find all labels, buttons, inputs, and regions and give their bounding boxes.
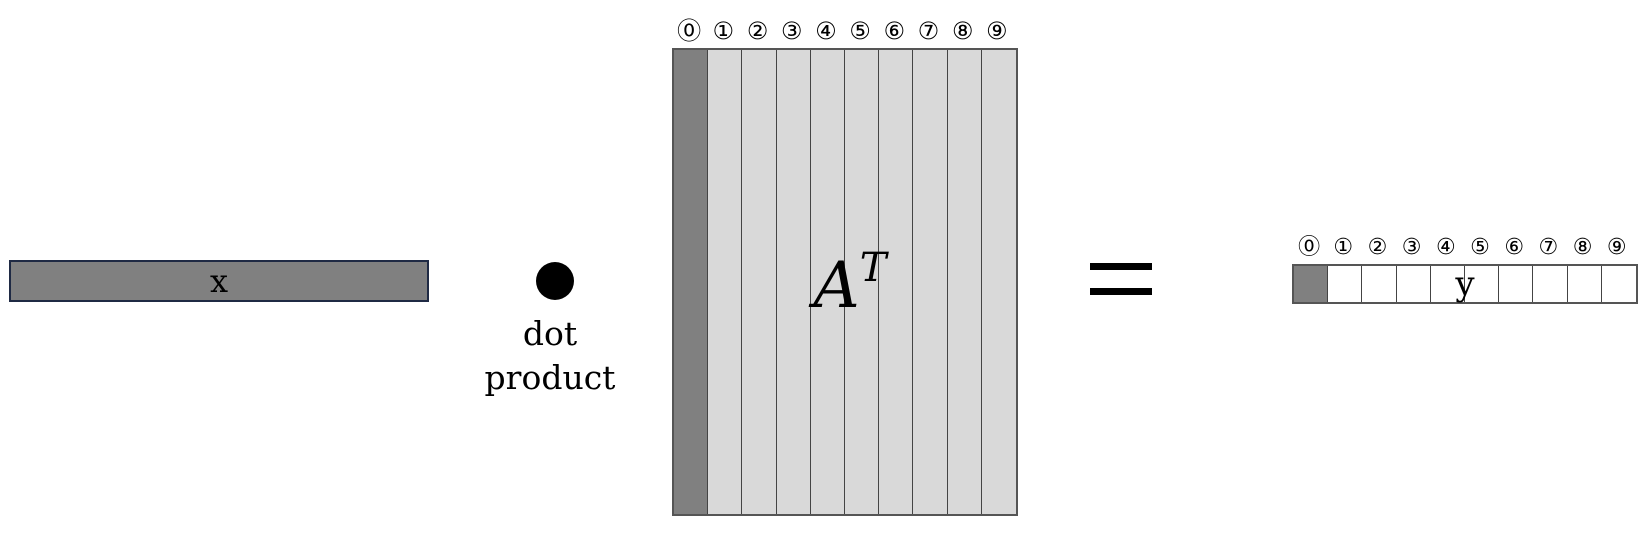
- matrix-column-label-9: ⑨: [986, 17, 1008, 45]
- vector-y-cell-2: [1362, 266, 1397, 302]
- vector-y-cell-3: [1396, 266, 1431, 302]
- vector-x: x: [9, 260, 429, 302]
- dot-operator-icon: [536, 262, 574, 300]
- matrix-column-label-6: ⑥: [883, 17, 905, 45]
- vector-y-cell-1: [1328, 266, 1363, 302]
- equals-sign-bottom-bar: [1090, 288, 1152, 295]
- vector-y-cell-6: [1499, 266, 1534, 302]
- matrix-column-label-0: ⓪: [677, 17, 702, 45]
- matrix-column-7: [913, 50, 948, 514]
- matrix-column-2: [742, 50, 777, 514]
- vector-y-cell-9: [1601, 266, 1636, 302]
- matrix-column-label-3: ③: [780, 17, 803, 45]
- vector-y-cell-8: [1567, 266, 1602, 302]
- vector-x-label: x: [209, 262, 229, 300]
- matrix-column-0: [674, 50, 709, 514]
- vector-y-cell-label-1: ①: [1333, 235, 1354, 260]
- matrix-column-5: [844, 50, 880, 514]
- vector-y-cell-label-5: ⑤: [1470, 235, 1490, 260]
- vector-y-cell-5: [1464, 266, 1500, 302]
- matrix-column-label-8: ⑧: [951, 17, 974, 45]
- matrix-column-3: [776, 50, 811, 514]
- vector-y-cell-label-3: ③: [1401, 235, 1422, 260]
- vector-y-label: y: [1455, 264, 1475, 304]
- vector-y-cell-4: [1430, 266, 1465, 302]
- vector-y-cell-0: [1294, 266, 1329, 302]
- equals-sign-top-bar: [1090, 263, 1152, 270]
- matrix-title-base: A: [813, 249, 860, 323]
- vector-y-cell-label-6: ⑥: [1504, 235, 1525, 260]
- vector-y-cell-label-7: ⑦: [1538, 235, 1559, 260]
- vector-y-cell-7: [1533, 266, 1568, 302]
- matrix-column-label-4: ④: [815, 17, 837, 45]
- matrix-a-transpose: [672, 48, 1018, 516]
- matrix-column-1: [708, 50, 743, 514]
- matrix-title: AT: [780, 228, 920, 326]
- vector-y-cell-label-9: ⑨: [1606, 235, 1627, 260]
- matrix-column-8: [947, 50, 982, 514]
- matrix-title-superscript: T: [859, 245, 887, 291]
- matrix-column-6: [879, 50, 914, 514]
- matrix-column-4: [810, 50, 845, 514]
- vector-y-cell-label-0: ⓪: [1298, 235, 1321, 260]
- dot-product-label: dot product: [484, 314, 616, 397]
- vector-y-cell-label-8: ⑧: [1572, 235, 1593, 260]
- matrix-column-label-7: ⑦: [917, 17, 940, 45]
- matrix-column-9: [981, 50, 1016, 514]
- vector-y: [1292, 264, 1638, 304]
- matrix-column-label-5: ⑤: [849, 17, 871, 45]
- matrix-column-label-1: ①: [712, 17, 735, 45]
- vector-y-cell-label-4: ④: [1435, 235, 1456, 260]
- vector-y-cell-label-2: ②: [1367, 235, 1388, 260]
- matrix-column-label-2: ②: [746, 17, 769, 45]
